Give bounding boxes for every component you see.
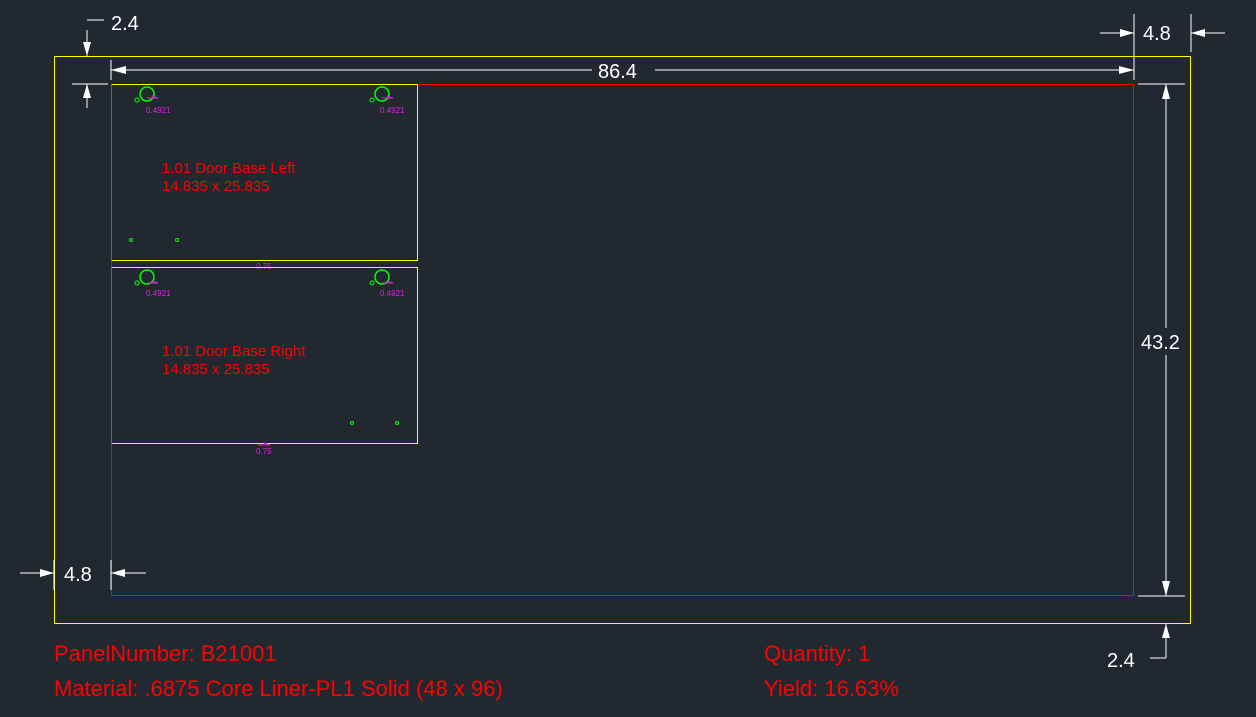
edge-label: 0.75 [256, 262, 272, 271]
part-size: 14.835 x 25.835 [162, 361, 270, 378]
dimension-bottom-offset-label: 2.4 [1107, 650, 1135, 672]
part-door-base-left[interactable]: 0.4921 0.4921 1.01 Door Base Left 14.835… [111, 84, 418, 272]
material: Material: .6875 Core Liner-PL1 Solid (48… [54, 676, 503, 701]
dimension-top-offset: 2.4 [72, 13, 139, 108]
dimension-left-offset: 4.8 [20, 560, 146, 590]
dimension-top-offset-label: 2.4 [111, 13, 139, 35]
hinge-hole-icon [134, 269, 159, 286]
drill-point-icon [129, 238, 133, 242]
panel-number: PanelNumber: B21001 [54, 641, 277, 666]
hinge-hole-icon [134, 86, 159, 103]
hole-label: 0.4921 [380, 289, 405, 298]
drill-point-icon [175, 238, 179, 242]
quantity: Quantity: 1 [764, 641, 870, 666]
drill-point-icon [395, 421, 399, 425]
yield: Yield: 16.63% [764, 676, 899, 701]
edge-label: 0.75 [256, 447, 272, 456]
part-name: 1.01 Door Base Right [162, 343, 306, 360]
hole-label: 0.4921 [146, 106, 171, 115]
dimension-width-label: 86.4 [598, 61, 637, 83]
part-name: 1.01 Door Base Left [162, 160, 296, 177]
dimension-bottom-offset: 2.4 [1107, 582, 1170, 672]
dimension-right-offset: 4.8 [1100, 14, 1225, 52]
dimension-width: 86.4 [110, 14, 1135, 83]
sheet-outline [54, 56, 1191, 624]
hinge-hole-icon [369, 86, 394, 103]
hole-label: 0.4921 [380, 106, 405, 115]
dimension-height: 43.2 [1138, 83, 1185, 597]
dimension-height-label: 43.2 [1141, 332, 1180, 354]
hole-label: 0.4921 [146, 289, 171, 298]
part-door-base-right[interactable]: 0.4921 0.4921 1.01 Door Base Right 14.83… [111, 267, 418, 457]
hinge-hole-icon [369, 269, 394, 286]
dimension-left-offset-label: 4.8 [64, 564, 92, 586]
drill-point-icon [350, 421, 354, 425]
dimension-right-offset-label: 4.8 [1143, 23, 1171, 45]
part-size: 14.835 x 25.835 [162, 178, 270, 195]
